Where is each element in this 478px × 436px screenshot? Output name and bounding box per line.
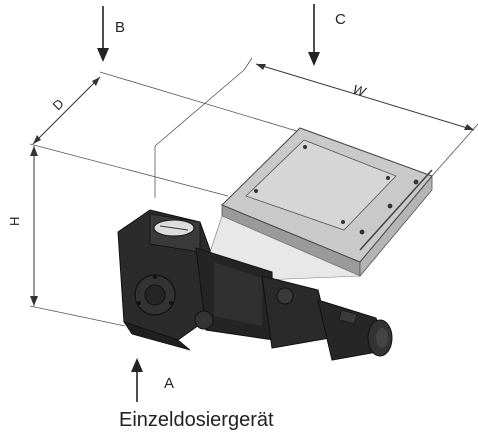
label-d: D — [50, 96, 67, 113]
arrow-c: C — [308, 4, 346, 66]
arrow-a: A — [131, 358, 174, 402]
label-c: C — [335, 11, 346, 28]
arrow-up-icon — [131, 358, 143, 402]
dimension-d: D — [32, 76, 101, 145]
dimension-h: H — [7, 146, 126, 327]
dosing-machine — [117, 209, 393, 361]
arrow-down-icon — [308, 4, 320, 66]
arrow-b: B — [97, 6, 125, 62]
label-h: H — [7, 217, 22, 226]
arrow-down-icon — [97, 6, 109, 62]
caption: Einzeldosiergerät — [119, 409, 274, 431]
hopper — [209, 127, 433, 281]
label-a: A — [164, 375, 174, 392]
label-b: B — [115, 19, 125, 36]
